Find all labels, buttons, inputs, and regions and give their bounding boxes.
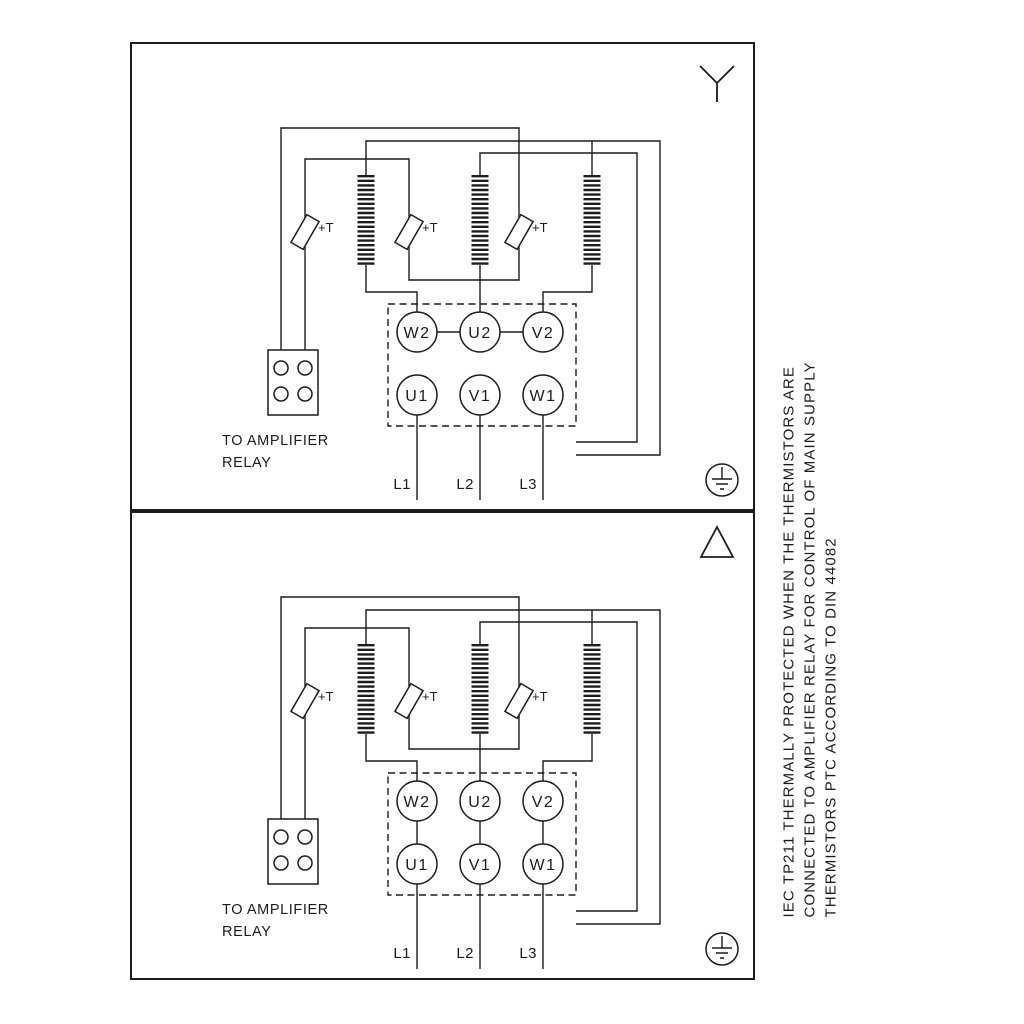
thermistor-label: +T bbox=[532, 689, 548, 704]
amplifier-relay-connector bbox=[267, 818, 319, 885]
ptc-thermistor-1: +T bbox=[289, 679, 334, 724]
svg-text:W2: W2 bbox=[404, 325, 431, 342]
ptc-thermistor-1: +T bbox=[289, 210, 334, 255]
mains-labels: L1 L2 L3 bbox=[393, 476, 537, 493]
terminal-board-outline bbox=[387, 772, 577, 896]
thermistor-chain-wire bbox=[280, 596, 520, 830]
delta-bridge-links bbox=[416, 821, 544, 844]
svg-text:W2: W2 bbox=[404, 794, 431, 811]
ptc-thermistor-3: +T bbox=[503, 679, 548, 724]
connector-pin bbox=[273, 855, 289, 871]
svg-text:V2: V2 bbox=[532, 794, 555, 811]
svg-text:U2: U2 bbox=[468, 325, 491, 342]
connector-pin bbox=[297, 386, 313, 402]
connector-pin bbox=[273, 829, 289, 845]
svg-text:U1: U1 bbox=[405, 857, 428, 874]
mains-label-l1: L1 bbox=[393, 476, 411, 493]
side-note: IEC TP211 THERMALLY PROTECTED WHEN THE T… bbox=[779, 358, 842, 918]
side-note-line-3: THERMISTORS PTC ACCORDING TO DIN 44082 bbox=[822, 537, 840, 918]
thermistor-label: +T bbox=[422, 220, 438, 235]
connector-pin bbox=[273, 386, 289, 402]
connector-pin bbox=[297, 360, 313, 376]
terminal-v2: V2 bbox=[522, 780, 564, 822]
terminal-u1: U1 bbox=[396, 843, 438, 885]
ptc-thermistor-2: +T bbox=[393, 210, 438, 255]
terminal-w1: W1 bbox=[522, 374, 564, 416]
side-note-line-2: CONNECTED TO AMPLIFIER RELAY FOR CONTROL… bbox=[801, 361, 819, 918]
thermistor-chain-wire bbox=[408, 255, 520, 281]
svg-text:V1: V1 bbox=[469, 857, 492, 874]
mains-label-l3: L3 bbox=[519, 476, 537, 493]
thermistor-label: +T bbox=[318, 689, 334, 704]
relay-caption-line2: RELAY bbox=[222, 455, 271, 471]
terminal-w2: W2 bbox=[396, 780, 438, 822]
amplifier-relay-connector bbox=[267, 349, 319, 416]
winding-lead-wire bbox=[542, 265, 593, 312]
svg-text:W1: W1 bbox=[530, 857, 557, 874]
ptc-thermistor-2: +T bbox=[393, 679, 438, 724]
mains-label-l1: L1 bbox=[393, 945, 411, 962]
star-wiring-panel: +T +T +T W2 U2 V2 U1 bbox=[130, 42, 755, 511]
winding-return-wire bbox=[365, 140, 661, 456]
connector-pin bbox=[273, 360, 289, 376]
terminal-board-outline bbox=[387, 303, 577, 427]
winding-return-wire bbox=[365, 609, 661, 925]
svg-text:W1: W1 bbox=[530, 388, 557, 405]
earth-ground-icon bbox=[705, 932, 739, 966]
thermistor-chain-wire bbox=[304, 158, 410, 210]
connector-pin bbox=[297, 855, 313, 871]
panel-border bbox=[130, 511, 755, 980]
side-note-line-1: IEC TP211 THERMALLY PROTECTED WHEN THE T… bbox=[780, 366, 798, 918]
relay-caption-line1: TO AMPLIFIER bbox=[222, 902, 329, 918]
thermistor-label: +T bbox=[532, 220, 548, 235]
svg-text:V2: V2 bbox=[532, 325, 555, 342]
winding-return-wire bbox=[479, 152, 638, 443]
mains-label-l3: L3 bbox=[519, 945, 537, 962]
terminal-v1: V1 bbox=[459, 843, 501, 885]
thermistor-chain-wire bbox=[304, 627, 410, 679]
terminal-v2: V2 bbox=[522, 311, 564, 353]
winding-lead-wire bbox=[365, 734, 418, 781]
mains-label-l2: L2 bbox=[456, 945, 474, 962]
relay-caption-line1: TO AMPLIFIER bbox=[222, 433, 329, 449]
terminal-u2: U2 bbox=[459, 780, 501, 822]
terminal-u1: U1 bbox=[396, 374, 438, 416]
terminal-u2: U2 bbox=[459, 311, 501, 353]
thermistor-label: +T bbox=[422, 689, 438, 704]
winding-lead-wire bbox=[542, 734, 593, 781]
winding-return-wire bbox=[479, 621, 638, 912]
delta-wiring-panel: +T +T +T W2 U2 V2 U1 bbox=[130, 511, 755, 980]
terminal-w1: W1 bbox=[522, 843, 564, 885]
svg-text:V1: V1 bbox=[469, 388, 492, 405]
ptc-thermistor-3: +T bbox=[503, 210, 548, 255]
terminal-v1: V1 bbox=[459, 374, 501, 416]
star-icon bbox=[699, 65, 735, 102]
mains-label-l2: L2 bbox=[456, 476, 474, 493]
delta-icon bbox=[699, 525, 735, 558]
mains-labels: L1 L2 L3 bbox=[393, 945, 537, 962]
svg-text:U1: U1 bbox=[405, 388, 428, 405]
panel-border bbox=[130, 42, 755, 511]
connector-pin bbox=[297, 829, 313, 845]
thermistor-chain-wire bbox=[280, 127, 520, 361]
relay-caption-line2: RELAY bbox=[222, 924, 271, 940]
terminal-w2: W2 bbox=[396, 311, 438, 353]
earth-ground-icon bbox=[705, 463, 739, 497]
thermistor-label: +T bbox=[318, 220, 334, 235]
winding-lead-wire bbox=[365, 265, 418, 312]
wiring-lines bbox=[280, 127, 661, 500]
thermistor-chain-wire bbox=[408, 724, 520, 750]
svg-text:U2: U2 bbox=[468, 794, 491, 811]
